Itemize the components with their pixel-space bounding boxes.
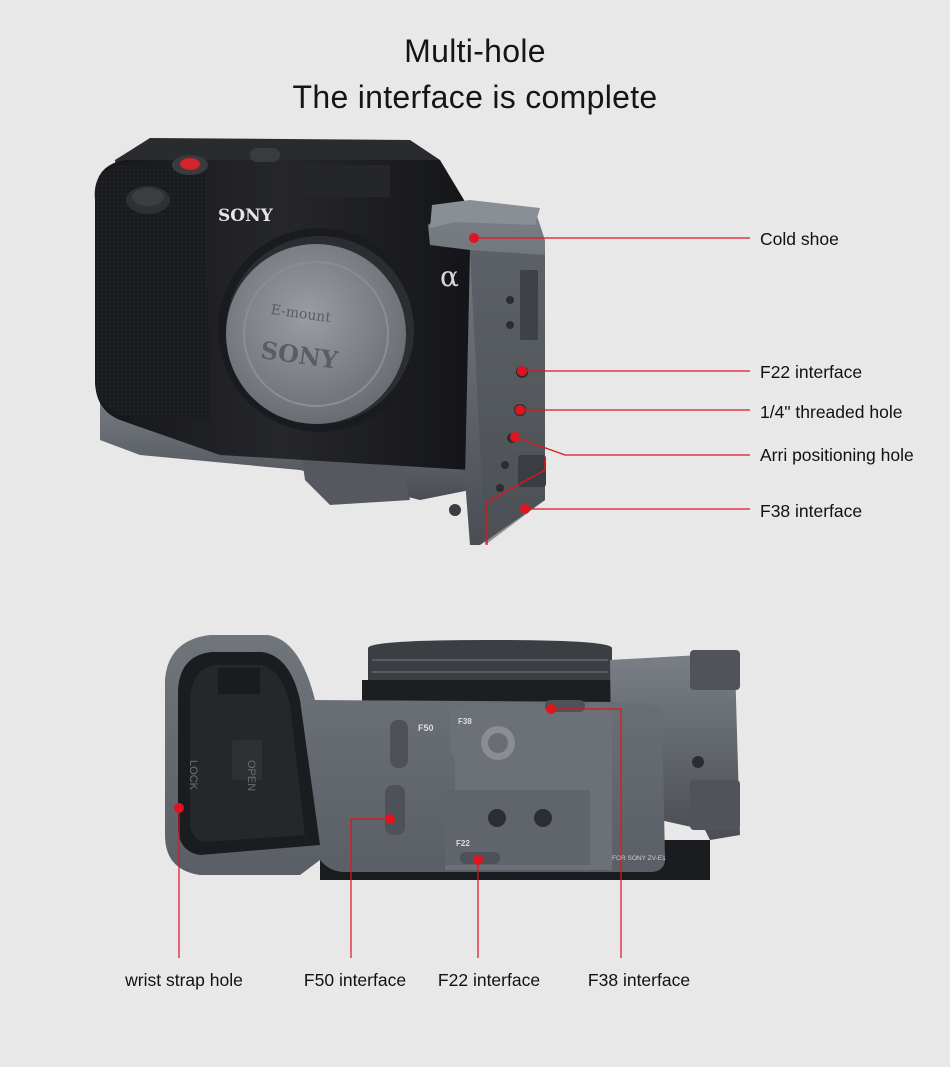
bottom-label-f38: F38 interface bbox=[587, 970, 691, 990]
callout-line-f22 bbox=[517, 366, 750, 376]
title-line-1: Multi-hole bbox=[404, 33, 546, 69]
bracket-top-block bbox=[690, 650, 740, 690]
plate-marking-f22: F22 bbox=[456, 839, 470, 848]
callout-line-cold-shoe bbox=[469, 233, 750, 243]
callout-label-cold-shoe: Cold shoe bbox=[760, 229, 839, 249]
f22-hole-left bbox=[488, 809, 506, 827]
bracket-bottom-block bbox=[690, 780, 740, 830]
callout-label-arri: Arri positioning hole bbox=[760, 445, 914, 465]
bottom-label-wrist-strap: wrist strap hole bbox=[125, 970, 243, 990]
plate-marking-model: FOR SONY ZV-E1 bbox=[612, 855, 666, 862]
battery-door-tab bbox=[218, 668, 260, 694]
body-cap-ridge bbox=[243, 261, 389, 407]
battery-open-text: OPEN bbox=[245, 760, 257, 791]
callout-label-f38: F38 interface bbox=[760, 501, 863, 521]
battery-latch bbox=[232, 740, 262, 780]
cold-shoe-mount bbox=[430, 200, 540, 228]
control-dial-top bbox=[132, 188, 164, 206]
cage-slot bbox=[520, 270, 538, 340]
mode-switch bbox=[250, 148, 280, 162]
f50-slot-upper bbox=[390, 720, 408, 768]
f22-hole-right bbox=[534, 809, 552, 827]
plate-marking-f38: F38 bbox=[458, 717, 472, 726]
brand-logo: SONY bbox=[218, 206, 274, 226]
bracket-hole bbox=[692, 756, 704, 768]
callout-line-wrist-strap bbox=[174, 803, 184, 958]
camera-bottom-view: LOCK OPEN F50 F38 F22 FOR SONY ZV-E1 bbox=[165, 635, 740, 880]
battery-lock-text: LOCK bbox=[187, 760, 199, 791]
callout-label-f22: F22 interface bbox=[760, 362, 863, 382]
callout-line-bottom-f38 bbox=[546, 704, 622, 958]
alpha-logo: α bbox=[440, 260, 459, 293]
callout-line-bottom-f50 bbox=[350, 814, 395, 958]
bottom-callout-lines bbox=[174, 704, 622, 958]
plate-marking-f50: F50 bbox=[418, 723, 434, 733]
callout-line-arri bbox=[510, 432, 750, 456]
f22-plate bbox=[445, 790, 590, 865]
cage-screw bbox=[449, 504, 461, 516]
bottom-label-f50: F50 interface bbox=[303, 970, 407, 990]
body-cap bbox=[226, 244, 406, 424]
title-line-2: The interface is complete bbox=[292, 79, 658, 115]
camera-grip bbox=[94, 165, 210, 420]
camera-front-view: SONY α E-mount SONY bbox=[94, 138, 546, 545]
top-callout-lines bbox=[469, 233, 750, 545]
top-panel bbox=[290, 165, 390, 197]
callout-line-quarter-inch bbox=[515, 405, 750, 415]
record-button bbox=[180, 158, 200, 170]
page-title: Multi-hole The interface is complete bbox=[0, 28, 950, 120]
callout-label-quarter-inch: 1/4" threaded hole bbox=[760, 402, 903, 422]
f50-slot-lower bbox=[385, 785, 405, 835]
callout-line-bottom-f22 bbox=[473, 855, 483, 958]
arri-block bbox=[518, 455, 546, 487]
callout-line-f38 bbox=[486, 457, 750, 545]
bottom-label-f22: F22 interface bbox=[437, 970, 541, 990]
